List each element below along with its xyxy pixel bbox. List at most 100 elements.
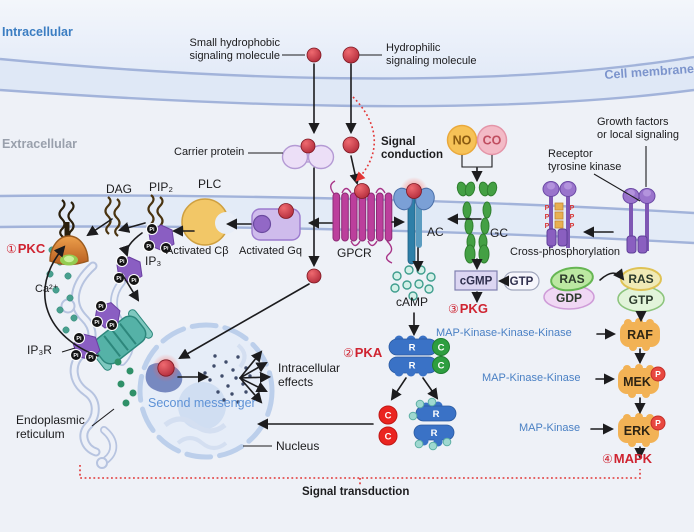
phospho-label: P xyxy=(570,205,575,212)
ras-gdp-complex: RAS GDP xyxy=(543,266,595,310)
carrier-protein-label: Carrier protein xyxy=(174,146,245,158)
receptor-tyrosine-kinase-label-line2: tyrosine kinase xyxy=(548,161,622,173)
c-subunit-label: C xyxy=(385,411,392,422)
pi-label: Pi xyxy=(109,323,115,329)
erk-label: ERK xyxy=(624,424,650,438)
mek-kinase: MEK P xyxy=(618,364,666,398)
pkc-label: ①PKC xyxy=(6,241,46,257)
phospho-label: P xyxy=(655,369,661,379)
second-messenger-label: Second messenger xyxy=(148,396,256,410)
camp-molecules xyxy=(390,265,436,301)
map-kinase-kinase-label: MAP-Kinase-Kinase xyxy=(482,372,581,384)
pip2-lipid: Pi Pi Pi xyxy=(143,193,175,254)
rtk-inactive xyxy=(622,188,656,254)
ip3-label: IP₃ xyxy=(145,254,162,268)
ac-label: AC xyxy=(427,225,444,239)
pi-label: Pi xyxy=(163,246,169,252)
no-label: NO xyxy=(453,134,472,148)
phospho-label: P xyxy=(570,214,575,221)
ip3r-label: IP₃R xyxy=(27,343,52,357)
pi-label: Pi xyxy=(76,336,82,342)
activated-gq-label: Activated Gq xyxy=(239,245,302,257)
phospho-label: P xyxy=(545,223,550,230)
pkg-name: PKG xyxy=(459,301,488,316)
intracellular-zone xyxy=(0,0,694,79)
r-subunit-label: R xyxy=(409,343,416,354)
receptor-tyrosine-kinase-label-line1: Receptor xyxy=(548,148,593,160)
phospho-label: P xyxy=(545,214,550,221)
ac-enzyme xyxy=(393,177,435,265)
growth-factors-label-line2: or local signaling xyxy=(597,129,679,141)
carrier-protein-shape xyxy=(281,138,335,170)
r-subunit-label: R xyxy=(431,428,438,439)
map-kinase-label: MAP-Kinase xyxy=(519,422,581,434)
pka-c-subunits: C C xyxy=(378,405,398,446)
pka-number: ② xyxy=(343,346,354,360)
gpcr-receptor xyxy=(330,180,393,264)
plc-label: PLC xyxy=(198,177,222,191)
pkc-number: ① xyxy=(6,242,17,256)
pointer-lines xyxy=(61,54,647,447)
c-subunit-label: C xyxy=(438,361,445,372)
phospho-label: P xyxy=(545,205,550,212)
co-molecule: CO xyxy=(476,124,508,156)
ras-label: RAS xyxy=(628,272,653,286)
c-subunit-label: C xyxy=(438,343,445,354)
intracellular-effects-label-line1: Intracellular xyxy=(278,361,341,375)
pkg-label: ③PKG xyxy=(448,301,488,317)
gtp-label: GTP xyxy=(510,276,534,288)
red-dotted-paths xyxy=(79,96,641,485)
small-hydrophobic-label-line1: Small hydrophobic xyxy=(189,37,281,49)
endoplasmic-reticulum-label-line2: reticulum xyxy=(16,427,65,441)
gtp-box: GTP xyxy=(503,271,540,291)
extracellular-heading: Extracellular xyxy=(2,137,78,151)
pka-name: PKA xyxy=(354,345,383,360)
pi-label: Pi xyxy=(131,278,137,284)
ras-gtp-complex: RAS GTP xyxy=(617,267,665,313)
pi-label: Pi xyxy=(73,353,79,359)
signal-conduction-label-line1: Signal xyxy=(381,136,416,148)
c-subunit-label: C xyxy=(385,432,392,443)
camp-label: cAMP xyxy=(396,295,429,309)
er-calcium-ions xyxy=(114,358,137,407)
hydrophilic-label-line2: signaling molecule xyxy=(386,55,477,67)
pi-label: Pi xyxy=(94,320,100,326)
endoplasmic-reticulum-label-line1: Endoplasmic xyxy=(16,413,85,427)
pkg-number: ③ xyxy=(448,302,459,316)
pkc-name: PKC xyxy=(17,241,46,256)
growth-factors-label-line1: Growth factors xyxy=(597,116,669,128)
pka-complex: R R C C xyxy=(388,335,450,377)
dag-label: DAG xyxy=(106,182,133,196)
ip3-molecule-free: Pi Pi Pi xyxy=(113,255,143,286)
pi-label: Pi xyxy=(88,355,94,361)
intracellular-heading: Intracellular xyxy=(2,25,73,39)
hydrophilic-label-line1: Hydrophilic xyxy=(386,42,441,54)
gq-protein xyxy=(251,203,301,241)
raf-kinase: RAF xyxy=(620,318,660,351)
pi-label: Pi xyxy=(98,304,104,310)
mapk-name: MAPK xyxy=(613,451,653,466)
erk-phospho-badge xyxy=(650,415,666,431)
map-kinase-kinase-kinase-label: MAP-Kinase-Kinase-Kinase xyxy=(436,327,572,339)
r-subunit-label: R xyxy=(433,409,440,420)
cgmp-box: cGMP xyxy=(454,270,498,291)
raf-label: RAF xyxy=(627,328,653,342)
signal-transduction-label: Signal transduction xyxy=(302,486,410,498)
pi-label: Pi xyxy=(146,244,152,250)
signal-conduction-label-line2: conduction xyxy=(381,149,443,161)
intracellular-effects-label-line2: effects xyxy=(278,375,314,389)
gc-enzyme xyxy=(456,181,498,264)
pi-label: Pi xyxy=(119,259,125,265)
mek-label: MEK xyxy=(623,375,651,389)
second-messenger-dot xyxy=(157,359,175,377)
r-subunit-label: R xyxy=(409,361,416,372)
pka-r-subunits: R R xyxy=(408,397,457,451)
small-hydrophobic-label-line2: signaling molecule xyxy=(189,50,281,62)
ras-label: RAS xyxy=(559,272,584,286)
pi-label: Pi xyxy=(116,276,122,282)
activated-cb-label: Activated Cβ xyxy=(166,245,229,257)
no-molecule: NO xyxy=(446,124,478,156)
cell-membrane-top xyxy=(0,55,694,108)
